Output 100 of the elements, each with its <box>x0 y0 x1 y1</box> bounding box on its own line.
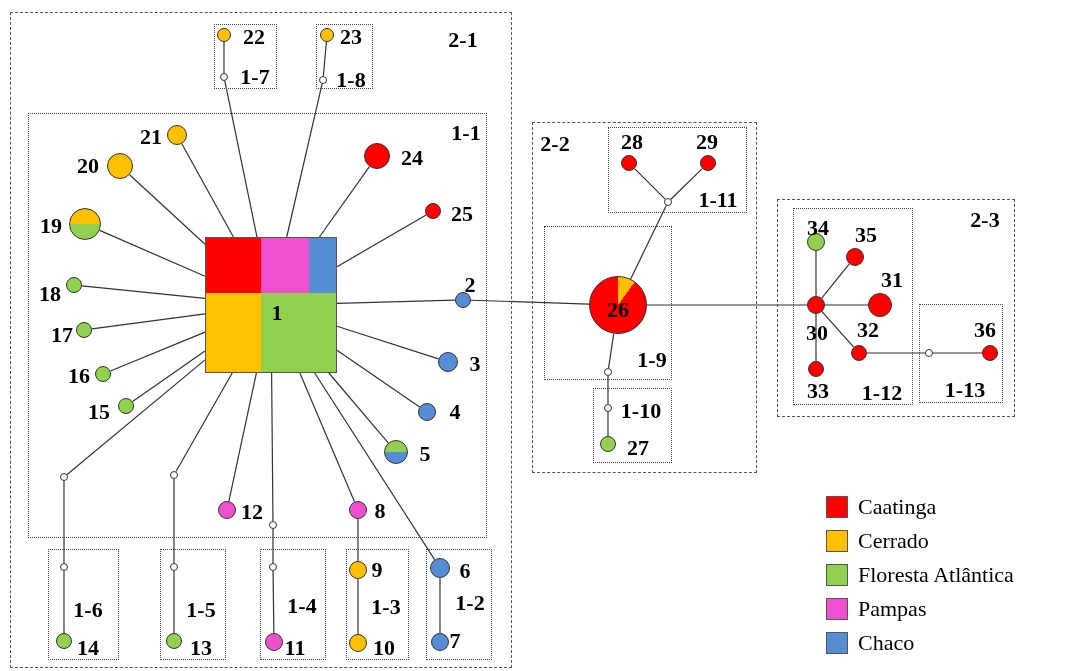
connector-line <box>109 331 206 372</box>
connector-line <box>357 518 359 562</box>
group-box <box>777 199 1015 417</box>
connector-line <box>866 352 926 354</box>
connector-line <box>228 372 257 502</box>
connector-line <box>286 83 323 238</box>
connector-line <box>91 313 206 330</box>
group-box <box>160 549 226 660</box>
connector-line <box>81 285 206 299</box>
connector-line <box>336 299 456 304</box>
haplotype-number: 35 <box>855 224 877 246</box>
group-box <box>919 304 1003 403</box>
connector-line <box>66 359 206 476</box>
haplotype-number: 4 <box>449 401 461 423</box>
connector-line <box>357 578 359 635</box>
haplotype-number: 7 <box>449 630 461 652</box>
connector-line <box>439 577 441 634</box>
haplotype-number: 13 <box>190 637 212 659</box>
connector-line <box>181 143 234 238</box>
haplotype-number: 28 <box>621 131 643 153</box>
haplotype-number: 12 <box>241 501 263 523</box>
haplotype-number: 21 <box>140 126 162 148</box>
connector-line <box>634 168 666 200</box>
haplotype-number: 3 <box>469 353 481 375</box>
group-box <box>48 549 119 660</box>
group-label: 2-3 <box>970 209 1000 231</box>
group-label: 1-10 <box>620 400 662 422</box>
connector-line <box>607 411 609 437</box>
connector-line <box>299 372 356 503</box>
haplotype-number: 20 <box>77 155 99 177</box>
group-label: 1-7 <box>240 66 270 88</box>
connector-line <box>815 313 817 362</box>
haplotype-number: 1 <box>271 302 283 324</box>
haplotype-number: 19 <box>40 215 62 237</box>
legend-label: Chaco <box>858 632 915 654</box>
group-box <box>532 122 757 473</box>
connector-line <box>608 333 615 369</box>
connector-line <box>821 311 855 348</box>
haplotype-number: 11 <box>284 637 306 659</box>
haplotype-number: 32 <box>857 319 879 341</box>
haplotype-number: 33 <box>807 380 829 402</box>
group-box <box>793 208 913 405</box>
legend-label: Caatinga <box>858 496 937 518</box>
connector-line <box>173 478 175 564</box>
haplotype-number: 30 <box>806 322 828 344</box>
group-label: 1-8 <box>336 69 366 91</box>
connector-line <box>99 229 206 277</box>
group-label: 2-2 <box>540 133 570 155</box>
group-box <box>608 127 747 213</box>
group-label: 2-1 <box>448 29 478 51</box>
haplotype-number: 5 <box>419 443 431 465</box>
haplotype-number: 15 <box>88 401 110 423</box>
haplotype-number: 26 <box>607 299 629 321</box>
haplotype-number: 16 <box>68 365 90 387</box>
group-label: 1-6 <box>73 599 103 621</box>
group-box <box>28 113 487 538</box>
group-label: 1-2 <box>455 592 485 614</box>
connector-line <box>272 570 275 634</box>
haplotype-number: 31 <box>881 269 903 291</box>
haplotype-number: 14 <box>77 637 99 659</box>
connector-line <box>63 480 65 564</box>
connector-line <box>131 350 206 403</box>
connector-line <box>630 205 667 280</box>
group-box <box>426 549 492 660</box>
group-label: 1-1 <box>451 122 481 144</box>
group-box <box>593 388 672 463</box>
group-box <box>346 549 409 660</box>
group-label: 1-4 <box>287 595 317 617</box>
group-box <box>260 549 326 660</box>
connector-line <box>173 570 175 634</box>
connector-line <box>175 372 233 473</box>
haplotype-number: 8 <box>374 500 386 522</box>
legend-label: Pampas <box>858 598 927 620</box>
group-label: 1-9 <box>637 349 667 371</box>
group-box <box>214 24 277 89</box>
haplotype-number: 18 <box>39 283 61 305</box>
haplotype-square <box>205 237 337 373</box>
connector-line <box>824 304 869 306</box>
haplotype-number: 22 <box>243 26 265 48</box>
connector-line <box>470 299 590 305</box>
connector-line <box>821 263 850 299</box>
group-label: 1-13 <box>944 379 986 401</box>
group-box <box>316 24 373 89</box>
haplotype-number: 34 <box>807 217 829 239</box>
connector-line <box>223 41 225 74</box>
connector-line <box>328 372 389 444</box>
haplotype-number: 2 <box>464 274 476 296</box>
legend-label: Floresta Atlântica <box>858 564 1014 586</box>
connector-line <box>670 168 703 200</box>
connector-line <box>646 304 808 306</box>
legend-label: Cerrado <box>858 530 929 552</box>
connector-line <box>932 352 983 354</box>
connector-line <box>322 41 327 77</box>
connector-line <box>271 372 274 522</box>
haplotype-number: 23 <box>340 26 362 48</box>
haplotype-number: 29 <box>696 131 718 153</box>
group-box <box>10 12 512 668</box>
connector-line <box>607 375 609 405</box>
connector-line <box>224 80 258 238</box>
connector-line <box>128 174 206 245</box>
